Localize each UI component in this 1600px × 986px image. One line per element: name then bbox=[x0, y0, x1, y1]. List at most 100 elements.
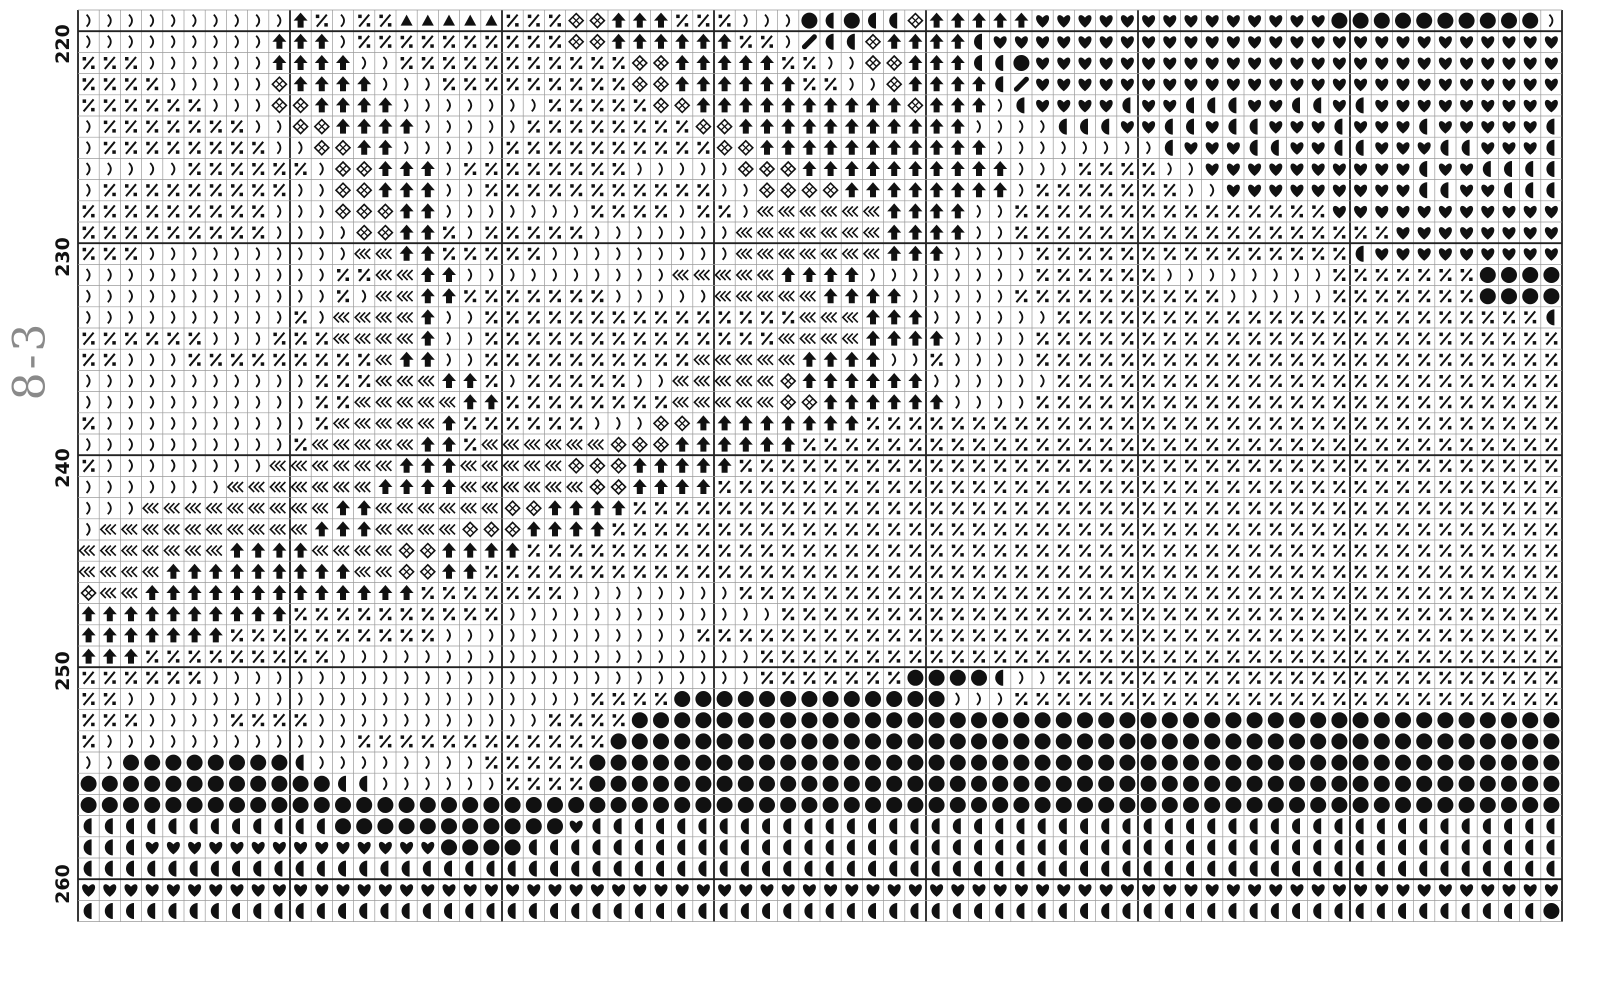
filled-circle-stitch-icon bbox=[949, 797, 966, 813]
filled-circle-stitch-icon bbox=[271, 775, 288, 792]
percent-stitch-icon bbox=[1354, 353, 1367, 367]
parenthesis-stitch-icon bbox=[1061, 141, 1066, 155]
parenthesis-stitch-icon bbox=[594, 607, 600, 621]
up-arrow-stitch-icon bbox=[844, 373, 859, 388]
percent-stitch-icon bbox=[633, 141, 646, 155]
percent-stitch-icon bbox=[803, 649, 816, 664]
diamond-cross-stitch-icon bbox=[716, 118, 733, 135]
up-arrow-stitch-icon bbox=[230, 606, 244, 622]
double-chevron-stitch-icon bbox=[714, 375, 732, 387]
parenthesis-stitch-icon bbox=[1018, 395, 1024, 409]
filled-circle-stitch-icon bbox=[631, 733, 648, 750]
percent-stitch-icon bbox=[994, 437, 1007, 452]
heart-stitch-icon bbox=[1269, 57, 1283, 70]
parenthesis-stitch-icon bbox=[467, 353, 473, 367]
parenthesis-stitch-icon bbox=[976, 374, 981, 388]
heart-stitch-icon bbox=[1311, 36, 1325, 49]
filled-circle-stitch-icon bbox=[1013, 775, 1030, 792]
filled-circle-stitch-icon bbox=[1331, 12, 1348, 29]
percent-stitch-icon bbox=[1163, 692, 1176, 706]
up-arrow-stitch-icon bbox=[272, 585, 287, 600]
heart-stitch-icon bbox=[1142, 36, 1156, 49]
percent-stitch-icon bbox=[1439, 331, 1452, 346]
percent-stitch-icon bbox=[527, 416, 540, 431]
parenthesis-stitch-icon bbox=[446, 692, 451, 706]
half-moon-stitch-icon bbox=[1207, 839, 1216, 856]
double-chevron-stitch-icon bbox=[396, 523, 414, 535]
percent-stitch-icon bbox=[146, 141, 159, 155]
percent-stitch-icon bbox=[1100, 225, 1113, 240]
filled-circle-stitch-icon bbox=[1352, 733, 1369, 750]
percent-stitch-icon bbox=[1312, 501, 1325, 515]
half-moon-stitch-icon bbox=[1461, 860, 1470, 877]
double-chevron-stitch-icon bbox=[375, 290, 392, 302]
parenthesis-stitch-icon bbox=[700, 649, 706, 664]
percent-stitch-icon bbox=[1545, 395, 1558, 409]
parenthesis-stitch-icon bbox=[191, 289, 197, 303]
percent-stitch-icon bbox=[591, 543, 604, 558]
percent-stitch-icon bbox=[1291, 692, 1303, 706]
percent-stitch-icon bbox=[82, 671, 95, 685]
percent-stitch-icon bbox=[1460, 628, 1473, 643]
up-arrow-stitch-icon bbox=[548, 521, 562, 537]
half-moon-stitch-icon bbox=[656, 818, 664, 835]
percent-stitch-icon bbox=[845, 565, 858, 579]
filled-circle-stitch-icon bbox=[1204, 733, 1221, 750]
percent-stitch-icon bbox=[421, 35, 434, 49]
parenthesis-stitch-icon bbox=[191, 77, 197, 91]
parenthesis-stitch-icon bbox=[319, 692, 324, 706]
parenthesis-stitch-icon bbox=[149, 437, 155, 452]
percent-stitch-icon bbox=[591, 289, 604, 303]
up-arrow-stitch-icon bbox=[696, 457, 711, 473]
up-arrow-stitch-icon bbox=[357, 521, 372, 537]
parenthesis-stitch-icon bbox=[531, 204, 536, 219]
percent-stitch-icon bbox=[909, 628, 922, 643]
heart-stitch-icon bbox=[1523, 205, 1537, 219]
half-moon-stitch-icon bbox=[889, 839, 898, 856]
half-moon-stitch-icon bbox=[846, 33, 855, 50]
filled-circle-stitch-icon bbox=[1416, 754, 1433, 771]
double-chevron-stitch-icon bbox=[311, 502, 329, 514]
half-moon-stitch-icon bbox=[1419, 818, 1428, 835]
half-moon-stitch-icon bbox=[147, 818, 156, 835]
heart-stitch-icon bbox=[1544, 57, 1558, 70]
percent-stitch-icon bbox=[1248, 395, 1261, 409]
percent-stitch-icon bbox=[655, 395, 667, 409]
half-moon-stitch-icon bbox=[698, 903, 707, 919]
percent-stitch-icon bbox=[951, 607, 964, 621]
percent-stitch-icon bbox=[1460, 289, 1473, 303]
filled-circle-stitch-icon bbox=[907, 775, 924, 792]
heart-stitch-icon bbox=[1396, 227, 1410, 240]
parenthesis-stitch-icon bbox=[552, 607, 557, 621]
percent-stitch-icon bbox=[570, 395, 583, 409]
percent-stitch-icon bbox=[973, 459, 985, 473]
percent-stitch-icon bbox=[951, 586, 964, 600]
percent-stitch-icon bbox=[888, 586, 901, 600]
percent-stitch-icon bbox=[1100, 480, 1113, 494]
heart-stitch-icon bbox=[166, 841, 180, 855]
percent-stitch-icon bbox=[1312, 607, 1325, 621]
heart-stitch-icon bbox=[1438, 99, 1452, 113]
filled-circle-stitch-icon bbox=[674, 691, 691, 707]
percent-stitch-icon bbox=[1163, 395, 1176, 409]
percent-stitch-icon bbox=[549, 734, 561, 749]
half-moon-stitch-icon bbox=[1376, 818, 1385, 835]
percent-stitch-icon bbox=[1481, 565, 1494, 579]
heart-stitch-icon bbox=[1502, 99, 1516, 113]
percent-stitch-icon bbox=[1291, 522, 1303, 537]
percent-stitch-icon bbox=[761, 310, 773, 325]
up-arrow-stitch-icon bbox=[866, 97, 880, 113]
up-arrow-stitch-icon bbox=[442, 288, 456, 304]
percent-stitch-icon bbox=[1206, 522, 1219, 537]
percent-stitch-icon bbox=[591, 713, 604, 727]
percent-stitch-icon bbox=[1524, 649, 1537, 664]
parenthesis-stitch-icon bbox=[107, 310, 112, 325]
percent-stitch-icon bbox=[1036, 628, 1049, 643]
heart-stitch-icon bbox=[421, 884, 435, 897]
parenthesis-stitch-icon bbox=[340, 755, 345, 770]
percent-stitch-icon bbox=[824, 459, 837, 473]
percent-stitch-icon bbox=[782, 501, 795, 515]
half-moon-stitch-icon bbox=[1525, 182, 1534, 199]
percent-stitch-icon bbox=[1057, 310, 1070, 325]
percent-stitch-icon bbox=[231, 119, 243, 134]
